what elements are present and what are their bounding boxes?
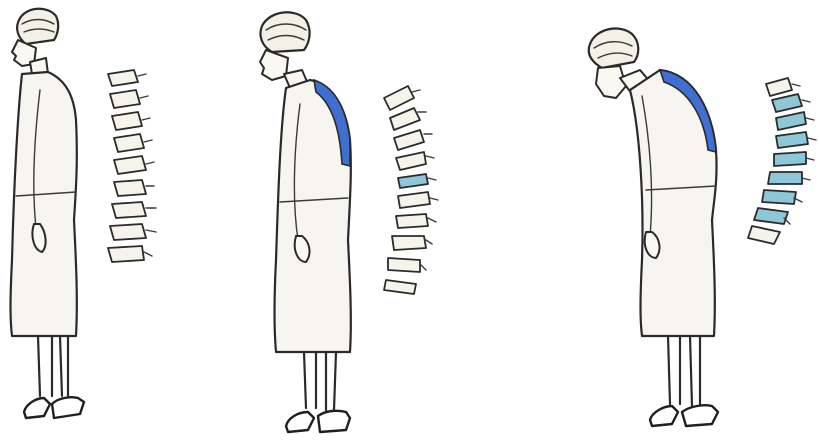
spine-severely-curved	[748, 78, 816, 244]
spine-mildly-curved	[384, 86, 438, 294]
figure-slightly-stooped-woman	[260, 12, 351, 432]
spine-healthy	[108, 70, 156, 262]
figure-upright-woman	[11, 9, 85, 418]
figure-severely-stooped-woman	[589, 29, 718, 426]
